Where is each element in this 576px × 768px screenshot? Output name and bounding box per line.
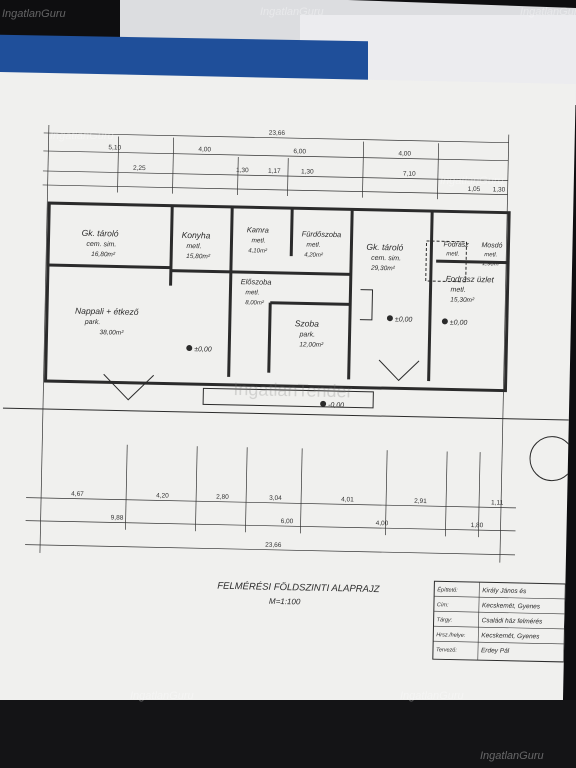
bottom-dim-line-total bbox=[25, 544, 516, 556]
watermark: IngatlanGuru bbox=[440, 175, 504, 187]
svg-text:Családi ház felmérés: Családi ház felmérés bbox=[482, 617, 544, 625]
svg-text:±0,00: ±0,00 bbox=[395, 316, 413, 323]
top-dim-line-3 bbox=[42, 184, 508, 196]
bottom-dim-line-2 bbox=[25, 520, 516, 532]
svg-text:Gk. tároló: Gk. tároló bbox=[366, 242, 403, 253]
svg-text:1,30: 1,30 bbox=[236, 167, 249, 174]
svg-text:4,00: 4,00 bbox=[198, 146, 211, 153]
svg-text:6,00: 6,00 bbox=[281, 518, 294, 525]
svg-text:7,10: 7,10 bbox=[403, 170, 416, 177]
svg-text:23,66: 23,66 bbox=[269, 130, 286, 137]
svg-text:Fodrász: Fodrász bbox=[443, 241, 469, 249]
svg-text:2,91: 2,91 bbox=[414, 498, 427, 505]
svg-text:park.: park. bbox=[298, 331, 315, 338]
svg-text:cem. sim.: cem. sim. bbox=[86, 241, 116, 249]
center-watermark: IngatlanTender bbox=[233, 379, 352, 401]
watermark: IngatlanGuru bbox=[260, 6, 324, 18]
svg-text:Erdey Pál: Erdey Pál bbox=[481, 647, 510, 655]
svg-text:Cím:: Cím: bbox=[437, 602, 449, 608]
svg-text:23,66: 23,66 bbox=[265, 542, 282, 549]
svg-text:1,17: 1,17 bbox=[268, 168, 281, 175]
svg-text:6,00: 6,00 bbox=[293, 148, 306, 155]
svg-text:1,90m²: 1,90m² bbox=[482, 261, 502, 267]
svg-text:Szoba: Szoba bbox=[295, 318, 320, 329]
svg-text:metl.: metl. bbox=[245, 289, 259, 296]
svg-text:metl.: metl. bbox=[306, 241, 320, 248]
svg-text:12,00m²: 12,00m² bbox=[299, 341, 324, 349]
svg-text:Gk. tároló: Gk. tároló bbox=[82, 228, 119, 239]
svg-text:1,11: 1,11 bbox=[491, 499, 504, 506]
svg-text:4,01: 4,01 bbox=[341, 496, 354, 503]
svg-text:Mosdó: Mosdó bbox=[481, 242, 502, 249]
svg-text:±0,00: ±0,00 bbox=[194, 346, 212, 353]
top-dim-line-2 bbox=[42, 170, 508, 182]
svg-text:1,30: 1,30 bbox=[493, 186, 506, 193]
svg-text:8,00m²: 8,00m² bbox=[245, 300, 265, 306]
svg-text:metl.: metl. bbox=[186, 243, 201, 250]
svg-text:2,25: 2,25 bbox=[133, 165, 146, 172]
svg-text:Király János és: Király János és bbox=[482, 587, 527, 595]
floor-plan-drawing: Gk. tároló cem. sim. 16,80m² Konyha metl… bbox=[2, 125, 575, 663]
top-dim-line-total bbox=[43, 132, 509, 144]
svg-text:Kecskemét, Gyenes: Kecskemét, Gyenes bbox=[482, 602, 541, 610]
svg-text:-0,00: -0,00 bbox=[328, 402, 344, 409]
svg-text:metl.: metl. bbox=[450, 286, 465, 293]
svg-text:Kamra: Kamra bbox=[247, 225, 269, 234]
svg-text:4,67: 4,67 bbox=[71, 491, 84, 498]
watermark: IngatlanGuru bbox=[480, 750, 544, 762]
svg-text:Konyha: Konyha bbox=[182, 230, 211, 241]
svg-text:1,05: 1,05 bbox=[468, 186, 481, 193]
svg-text:5,10: 5,10 bbox=[108, 144, 121, 151]
svg-text:4,00: 4,00 bbox=[398, 150, 411, 157]
watermark: IngatlanGuru bbox=[130, 690, 194, 702]
watermark: IngatlanGuru bbox=[2, 8, 66, 20]
svg-text:metl.: metl. bbox=[446, 251, 459, 257]
drawing-title: FELMÉRÉSI FÖLDSZINTI ALAPRAJZ bbox=[217, 581, 381, 595]
walls bbox=[44, 201, 511, 393]
table-surface bbox=[0, 700, 576, 768]
title-block: Építtető: Király János és Cím: Kecskemét… bbox=[432, 580, 566, 663]
svg-text:Nappali + étkező: Nappali + étkező bbox=[75, 306, 139, 317]
drawing-scale: M=1:100 bbox=[269, 597, 301, 607]
watermark: IngatlanGuru bbox=[400, 690, 464, 702]
svg-text:±0,00: ±0,00 bbox=[450, 319, 468, 326]
svg-text:3,04: 3,04 bbox=[269, 495, 282, 502]
svg-text:Hrsz./helye:: Hrsz./helye: bbox=[436, 632, 466, 639]
bottom-dim-line-1 bbox=[26, 497, 516, 509]
svg-text:Fodrász üzlet: Fodrász üzlet bbox=[446, 274, 495, 284]
svg-text:cem. sim.: cem. sim. bbox=[371, 255, 401, 263]
svg-text:Tervező:: Tervező: bbox=[436, 647, 457, 653]
svg-text:Fürdőszoba: Fürdőszoba bbox=[302, 229, 342, 239]
svg-text:4,20m²: 4,20m² bbox=[304, 252, 324, 258]
svg-text:metl.: metl. bbox=[251, 237, 265, 244]
svg-text:1,80: 1,80 bbox=[471, 522, 484, 529]
svg-text:38,00m²: 38,00m² bbox=[99, 329, 124, 337]
svg-text:park.: park. bbox=[84, 319, 101, 326]
svg-text:metl.: metl. bbox=[484, 252, 497, 258]
svg-text:4,20: 4,20 bbox=[156, 492, 169, 499]
svg-text:29,30m²: 29,30m² bbox=[370, 265, 396, 273]
svg-text:Kecskemét, Gyenes: Kecskemét, Gyenes bbox=[481, 632, 540, 640]
svg-text:15,80m²: 15,80m² bbox=[186, 253, 211, 261]
watermark: IngatlanGuru bbox=[50, 130, 114, 142]
svg-text:Előszoba: Előszoba bbox=[241, 277, 272, 287]
svg-text:4,10m²: 4,10m² bbox=[248, 248, 268, 254]
svg-text:9,88: 9,88 bbox=[111, 514, 124, 521]
floor-plan-sheet: Gk. tároló cem. sim. 16,80m² Konyha metl… bbox=[0, 72, 576, 714]
svg-text:15,30m²: 15,30m² bbox=[450, 296, 475, 304]
svg-text:2,80: 2,80 bbox=[216, 494, 229, 501]
svg-text:16,80m²: 16,80m² bbox=[91, 251, 116, 259]
svg-text:1,30: 1,30 bbox=[301, 168, 314, 175]
top-dim-line-1 bbox=[43, 150, 509, 162]
svg-text:4,00: 4,00 bbox=[376, 520, 389, 527]
watermark: IngatlanGuru bbox=[520, 6, 576, 18]
svg-text:Tárgy:: Tárgy: bbox=[437, 617, 453, 623]
svg-text:Építtető:: Építtető: bbox=[437, 586, 458, 593]
